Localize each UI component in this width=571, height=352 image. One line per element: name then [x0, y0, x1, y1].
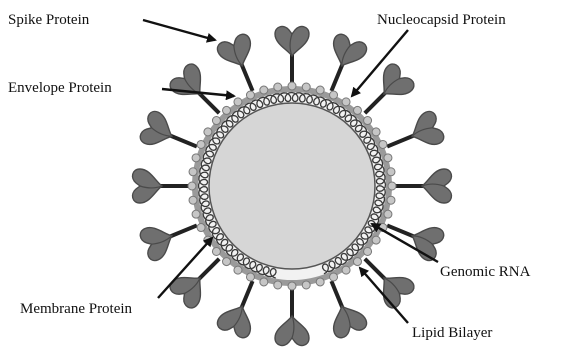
spike-stalk [170, 135, 197, 146]
membrane-bead-icon [260, 278, 268, 286]
membrane-bead-icon [246, 273, 254, 281]
membrane-bead-icon [342, 266, 350, 274]
spike-protein-icon [326, 300, 369, 340]
spike-protein-icon [138, 109, 178, 152]
membrane-bead-icon [330, 273, 338, 281]
membrane-bead-icon [384, 154, 392, 162]
membrane-bead-icon [234, 266, 242, 274]
membrane-bead-icon [387, 196, 395, 204]
spike-stalk [170, 225, 197, 236]
virion-interior [209, 103, 375, 269]
spike-protein-icon [422, 169, 451, 203]
membrane-bead-icon [192, 210, 200, 218]
label-lipid-bilayer: Lipid Bilayer [412, 325, 492, 341]
spike-protein-icon [275, 316, 309, 345]
membrane-bead-icon [260, 86, 268, 94]
membrane-bead-icon [316, 86, 324, 94]
label-envelope-protein: Envelope Protein [8, 80, 112, 96]
membrane-bead-icon [364, 117, 372, 125]
spike-stalk [331, 281, 342, 308]
label-membrane-protein: Membrane Protein [20, 301, 133, 317]
membrane-bead-icon [342, 98, 350, 106]
spike-protein-icon [138, 220, 178, 263]
membrane-bead-icon [364, 247, 372, 255]
membrane-bead-icon [372, 128, 380, 136]
membrane-bead-icon [372, 236, 380, 244]
membrane-bead-icon [223, 258, 231, 266]
membrane-bead-icon [288, 282, 296, 290]
membrane-bead-icon [223, 106, 231, 114]
membrane-bead-icon [353, 106, 361, 114]
spike-stalk [199, 259, 220, 280]
membrane-bead-icon [316, 278, 324, 286]
label-spike-protein: Spike Protein [8, 12, 90, 28]
membrane-bead-icon [302, 281, 310, 289]
spike-protein-arrow [143, 20, 215, 40]
membrane-bead-icon [274, 281, 282, 289]
spike-protein-icon [133, 169, 162, 203]
spike-protein-icon [275, 27, 309, 56]
spike-protein-icon [406, 220, 446, 263]
membrane-bead-icon [204, 128, 212, 136]
membrane-bead-icon [379, 140, 387, 148]
spike-stalk [365, 93, 386, 114]
membrane-bead-icon [197, 224, 205, 232]
membrane-bead-icon [302, 83, 310, 91]
spike-stalk [387, 135, 414, 146]
spike-protein-icon [326, 32, 369, 72]
membrane-bead-icon [212, 247, 220, 255]
membrane-bead-icon [274, 83, 282, 91]
label-genomic-rna: Genomic RNA [440, 264, 531, 280]
membrane-bead-icon [388, 182, 396, 190]
spike-protein-icon [215, 32, 258, 72]
membrane-bead-icon [234, 98, 242, 106]
membrane-bead-icon [288, 82, 296, 90]
lipid-bilayer [192, 86, 392, 286]
membrane-bead-icon [188, 182, 196, 190]
membrane-bead-icon [197, 140, 205, 148]
spike-stalk [241, 281, 252, 308]
membrane-bead-icon [384, 210, 392, 218]
spike-protein-icon [406, 109, 446, 152]
spike-protein-icon [215, 300, 258, 340]
membrane-bead-icon [189, 196, 197, 204]
label-nucleocapsid-protein: Nucleocapsid Protein [377, 12, 506, 28]
spike-stalk [199, 93, 220, 114]
spike-stalk [241, 64, 252, 91]
membrane-bead-icon [246, 91, 254, 99]
membrane-bead-icon [192, 154, 200, 162]
membrane-bead-icon [212, 117, 220, 125]
membrane-bead-icon [330, 91, 338, 99]
membrane-bead-icon [189, 168, 197, 176]
membrane-bead-icon [387, 168, 395, 176]
membrane-bead-icon [353, 258, 361, 266]
spike-stalk [331, 64, 342, 91]
